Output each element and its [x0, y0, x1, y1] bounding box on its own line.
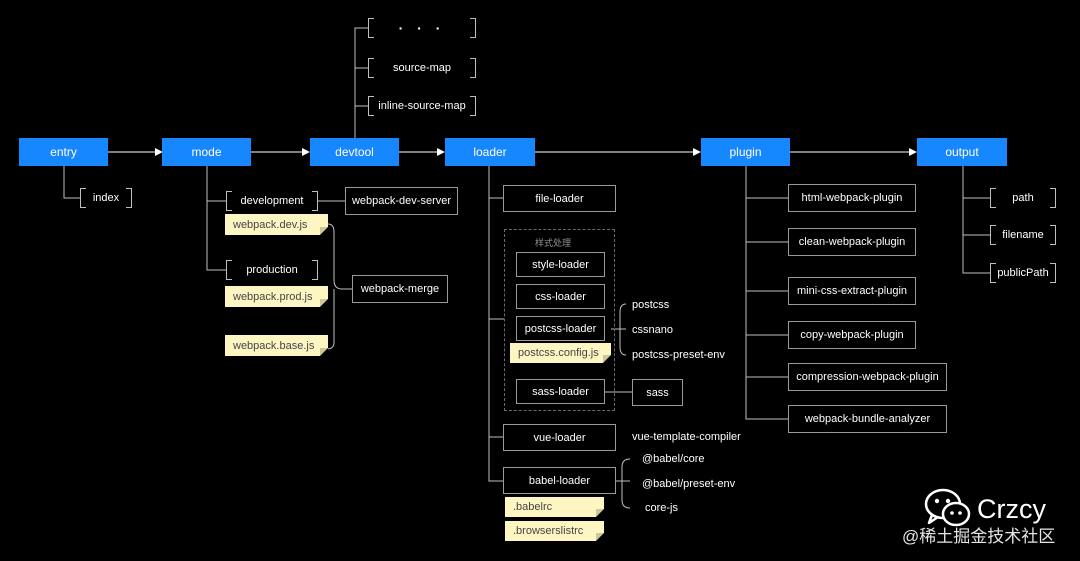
output-publicpath: publicPath — [990, 263, 1056, 283]
entry-node[interactable]: entry — [19, 138, 108, 166]
postcss-plugin-cssnano: cssnano — [632, 324, 673, 336]
babelrc-note: .babelrc — [505, 497, 604, 517]
mode-development: development — [226, 191, 318, 211]
output-filename: filename — [990, 225, 1056, 245]
compression-webpack-plugin-box: compression-webpack-plugin — [788, 363, 947, 391]
style-processing-caption: 样式处理 — [534, 237, 571, 248]
wechat-icon — [924, 488, 971, 527]
webpack-bundle-analyzer-box: webpack-bundle-analyzer — [788, 405, 947, 433]
webpack-dev-js-note: webpack.dev.js — [225, 214, 328, 235]
webpack-prod-js-note: webpack.prod.js — [225, 286, 328, 307]
copy-webpack-plugin-box: copy-webpack-plugin — [788, 321, 916, 349]
css-loader-box: css-loader — [516, 284, 605, 309]
style-loader-box: style-loader — [516, 252, 605, 277]
html-webpack-plugin-box: html-webpack-plugin — [788, 184, 916, 212]
browserslistrc-note: .browserslistrc — [505, 521, 604, 541]
loader-node[interactable]: loader — [445, 138, 535, 166]
postcss-plugin-postcss: postcss — [632, 299, 670, 311]
babel-dep-core-js: core-js — [645, 502, 679, 514]
webpack-merge-box: webpack-merge — [352, 275, 448, 303]
watermark-brand: Crzcy — [977, 494, 1046, 524]
mode-node[interactable]: mode — [162, 138, 251, 166]
vue-template-compiler-text: vue-template-compiler — [632, 431, 741, 443]
watermark-site: @稀土掘金技术社区 — [902, 527, 1056, 546]
babel-dep-core: @babel/core — [642, 453, 705, 465]
postcss-config-note: postcss.config.js — [510, 343, 611, 363]
devtool-node[interactable]: devtool — [310, 138, 399, 166]
mode-production: production — [226, 260, 318, 280]
entry-index: index — [80, 188, 132, 208]
devtool-option-inline-source-map: inline-source-map — [368, 96, 476, 116]
clean-webpack-plugin-box: clean-webpack-plugin — [788, 228, 916, 256]
devtool-option-more: · · · — [368, 18, 476, 38]
sass-loader-box: sass-loader — [516, 379, 605, 404]
vue-loader-box: vue-loader — [503, 424, 616, 451]
sass-box: sass — [632, 379, 683, 406]
output-node[interactable]: output — [917, 138, 1007, 166]
webpack-dev-server-box: webpack-dev-server — [345, 187, 458, 215]
mini-css-extract-plugin-box: mini-css-extract-plugin — [788, 277, 916, 305]
babel-loader-box: babel-loader — [503, 467, 616, 494]
postcss-plugin-preset-env: postcss-preset-env — [632, 349, 725, 361]
babel-dep-preset-env: @babel/preset-env — [642, 478, 736, 490]
output-path: path — [990, 188, 1056, 208]
devtool-option-source-map: source-map — [368, 58, 476, 78]
webpack-base-js-note: webpack.base.js — [225, 335, 328, 356]
file-loader-box: file-loader — [503, 185, 616, 212]
plugin-node[interactable]: plugin — [701, 138, 790, 166]
postcss-loader-box: postcss-loader — [516, 316, 605, 341]
style-processing-group — [504, 229, 615, 411]
